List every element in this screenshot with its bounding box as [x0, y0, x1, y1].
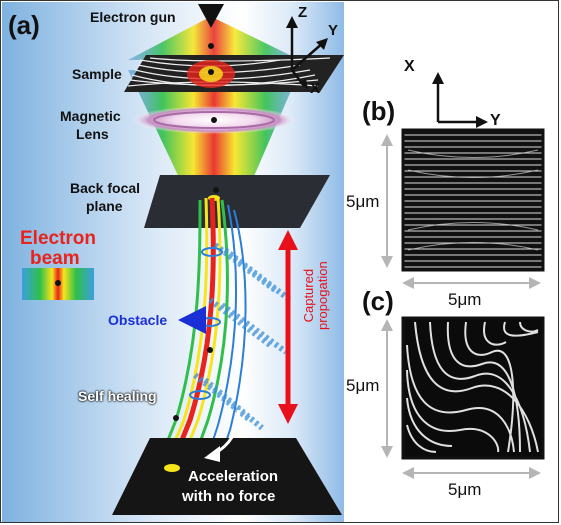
- panel-b-axes: [436, 78, 482, 124]
- electron-beam-label-line2: beam: [30, 248, 80, 269]
- panel-a-label: (a): [8, 10, 40, 40]
- panel-b-dimension-arrows: [386, 140, 535, 284]
- acceleration-arrow: [204, 409, 240, 462]
- back-focal-label-line2: plane: [86, 198, 123, 214]
- magnetic-lens-label-line1: Magnetic: [60, 108, 121, 124]
- panel-c-label: (c): [362, 286, 394, 316]
- captured-propagation-arrow: [278, 230, 298, 424]
- back-focal-plane: [144, 175, 330, 228]
- panel-b-axis-x-label: X: [404, 58, 415, 75]
- side-lobes: [193, 242, 292, 431]
- panel-b-axis-y-label: Y: [490, 112, 501, 129]
- beam-center-dots: [173, 43, 219, 421]
- panel-b-image: [401, 128, 545, 272]
- self-healing-label: Self healing: [78, 388, 157, 404]
- magnetic-lens-label-line2: Lens: [76, 126, 109, 142]
- electron-gun-label: Electron gun: [90, 9, 176, 25]
- panel-b-label: (b): [362, 96, 396, 126]
- obstacle-icon: [178, 306, 206, 334]
- panel-c-height-label: 5μm: [346, 376, 380, 395]
- panel-c-width-label: 5μm: [448, 480, 482, 499]
- back-focal-label-line1: Back focal: [70, 180, 141, 196]
- axis-y-label: Y: [328, 22, 339, 39]
- acceleration-label-line1: Acceleration: [188, 468, 279, 485]
- axis-x-label: X: [310, 80, 321, 97]
- panel-c-image: [401, 316, 545, 460]
- electron-beam-label-line1: Electron: [20, 228, 97, 249]
- axis-z-label: Z: [298, 4, 308, 21]
- sample-label: Sample: [72, 66, 122, 82]
- beam-cone-gun: [128, 18, 300, 60]
- panel-b-width-label: 5μm: [448, 290, 482, 309]
- panel-b-height-label: 5μm: [346, 192, 380, 211]
- acceleration-label-line2: with no force: [182, 488, 276, 505]
- obstacle-label: Obstacle: [108, 312, 168, 328]
- electron-gun-icon: [198, 4, 224, 28]
- panel-c-dimension-arrows: [386, 325, 535, 474]
- detector-screen: [112, 438, 342, 515]
